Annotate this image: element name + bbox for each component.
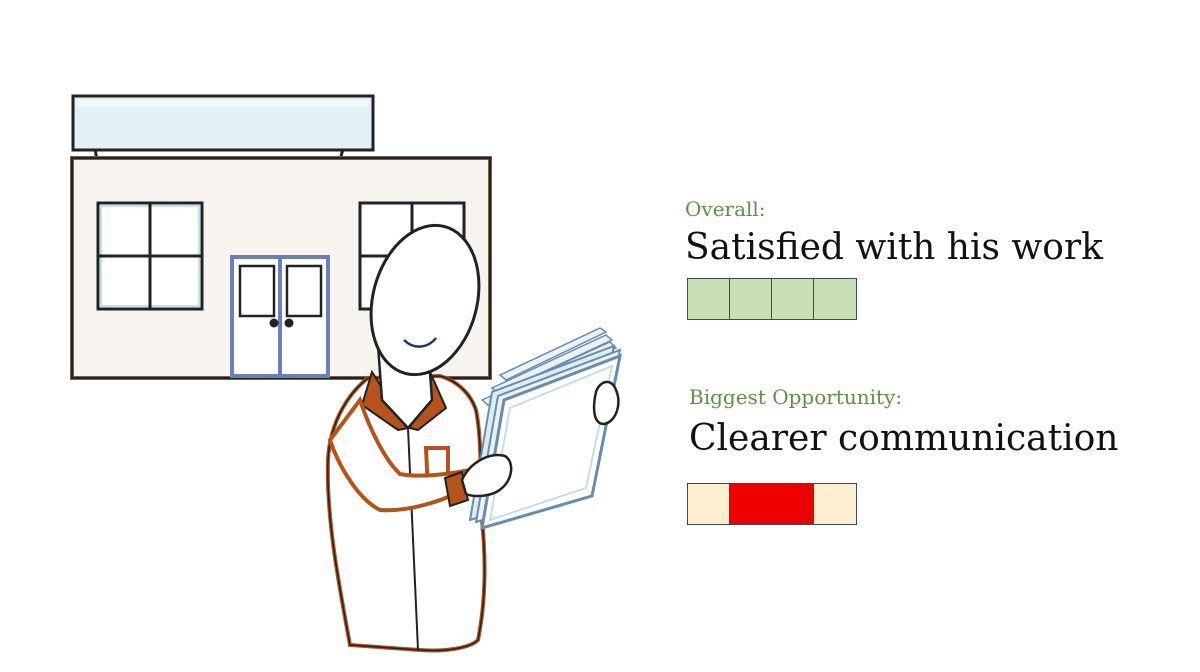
overall-meter-cell — [772, 279, 814, 319]
opportunity-headline: Clearer communication — [689, 418, 1119, 459]
building-door — [230, 255, 330, 378]
opportunity-meter-cell — [772, 484, 814, 524]
overall-meter — [687, 278, 857, 320]
opportunity-meter-cell — [730, 484, 772, 524]
overall-headline: Satisfied with his work — [685, 227, 1103, 268]
person-figure — [325, 223, 487, 653]
building-window-left — [96, 201, 204, 311]
opportunity-meter-cell — [688, 484, 730, 524]
overall-meter-cell — [730, 279, 772, 319]
hands — [460, 380, 620, 498]
building-sign — [71, 94, 375, 161]
opportunity-meter — [687, 483, 857, 525]
opportunity-label: Biggest Opportunity: — [689, 385, 903, 409]
opportunity-meter-cell — [814, 484, 856, 524]
papers-stack — [468, 327, 623, 531]
overall-meter-cell — [688, 279, 730, 319]
overall-label: Overall: — [685, 197, 766, 221]
overall-meter-cell — [814, 279, 856, 319]
